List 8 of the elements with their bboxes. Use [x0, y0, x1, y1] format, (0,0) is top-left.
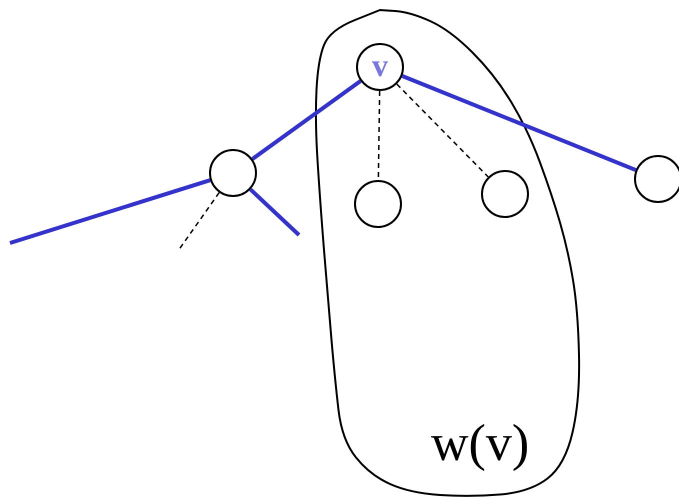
tree-edge: [402, 74, 636, 172]
dashed-line: [396, 84, 489, 178]
node-label: v: [372, 49, 388, 81]
tree-edge: [251, 79, 362, 161]
tree-edge: [9, 178, 211, 245]
tree-edge: [249, 188, 300, 236]
dashed-line: [177, 192, 220, 252]
region-label: w(v): [431, 418, 530, 470]
